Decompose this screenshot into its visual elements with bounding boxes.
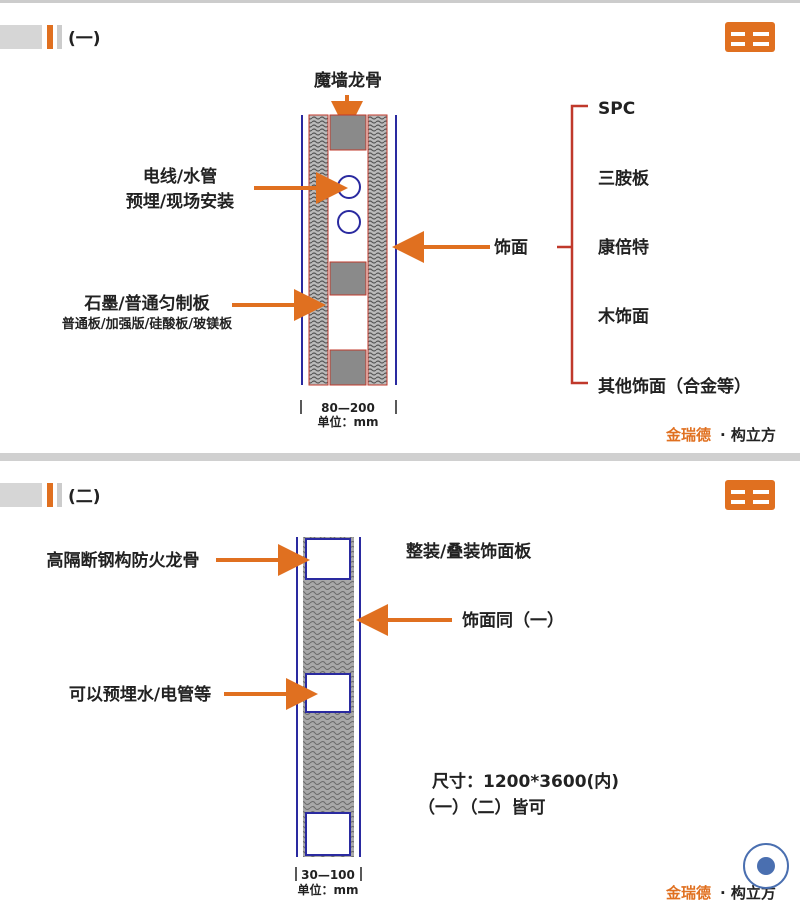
finish-option: SPC bbox=[598, 99, 635, 119]
stud bbox=[329, 114, 367, 151]
heading-accent-gray bbox=[57, 483, 62, 507]
finish-label: 饰面同（一） bbox=[462, 610, 564, 631]
dimension-ticks bbox=[300, 400, 397, 414]
brand-name: 金瑞德 bbox=[665, 426, 711, 444]
logo-icon bbox=[725, 480, 775, 510]
finish-bracket bbox=[557, 104, 588, 385]
steel-keel bbox=[305, 538, 351, 580]
board-left bbox=[308, 114, 329, 386]
steel-keel bbox=[305, 673, 351, 713]
logo-icon bbox=[725, 22, 775, 52]
steel-keel bbox=[305, 812, 351, 856]
seal-icon bbox=[743, 843, 789, 889]
keel-label: 高隔断钢构防火龙骨 bbox=[47, 550, 200, 571]
heading-accent bbox=[47, 25, 53, 49]
dimension-value: 80—200 bbox=[321, 401, 375, 415]
stud bbox=[329, 261, 367, 296]
board-label: 石墨/普通匀制板 bbox=[83, 293, 210, 314]
unit-label: 单位：mm bbox=[317, 414, 378, 429]
finish-option: 木饰面 bbox=[597, 306, 649, 327]
panel-1: (一) 魔墙龙骨 电线/水管 预埋/现场安装 石墨/普通匀制板 普通板/加强版/… bbox=[0, 22, 776, 444]
panel-label: 整装/叠装饰面板 bbox=[406, 541, 532, 562]
brand-name: 金瑞德 bbox=[665, 884, 711, 902]
pipe-circle bbox=[337, 175, 361, 199]
pipe-label-2: 预埋/现场安装 bbox=[126, 191, 234, 212]
dimension-value: 30—100 bbox=[301, 868, 355, 882]
heading-accent bbox=[47, 483, 53, 507]
panel-2: (二) 高隔断钢构防火龙骨 可以预埋水/电管等 整装/叠装饰面板 饰面同（一） … bbox=[0, 480, 789, 902]
heading-bar bbox=[0, 25, 42, 49]
board-sub-label: 普通板/加强版/硅酸板/玻镁板 bbox=[62, 316, 233, 332]
pipe-label-1: 电线/水管 bbox=[143, 166, 217, 187]
pipe-label: 可以预埋水/电管等 bbox=[69, 684, 211, 705]
heading-accent-gray bbox=[57, 25, 62, 49]
unit-label: 单位：mm bbox=[297, 882, 358, 897]
finish-option: 康倍特 bbox=[598, 237, 649, 258]
size-label: 尺寸：1200*3600(内) bbox=[432, 771, 619, 792]
heading-bar bbox=[0, 483, 42, 507]
panel2-heading: (二) bbox=[68, 487, 101, 507]
finish-label: 饰面 bbox=[494, 237, 528, 258]
finish-option: 其他饰面（合金等） bbox=[598, 376, 751, 397]
top-divider bbox=[0, 0, 800, 3]
panel-divider bbox=[0, 453, 800, 461]
pipe-circle bbox=[337, 210, 361, 234]
stud-label: 魔墙龙骨 bbox=[314, 70, 382, 91]
finish-option: 三胺板 bbox=[598, 168, 650, 189]
stud bbox=[329, 349, 367, 386]
board-right bbox=[367, 114, 388, 386]
dimension-ticks bbox=[295, 867, 362, 881]
panel1-heading: (一) bbox=[68, 29, 101, 49]
size-note: （一）（二）皆可 bbox=[418, 797, 546, 818]
brand-sub: · 构立方 bbox=[720, 426, 776, 444]
